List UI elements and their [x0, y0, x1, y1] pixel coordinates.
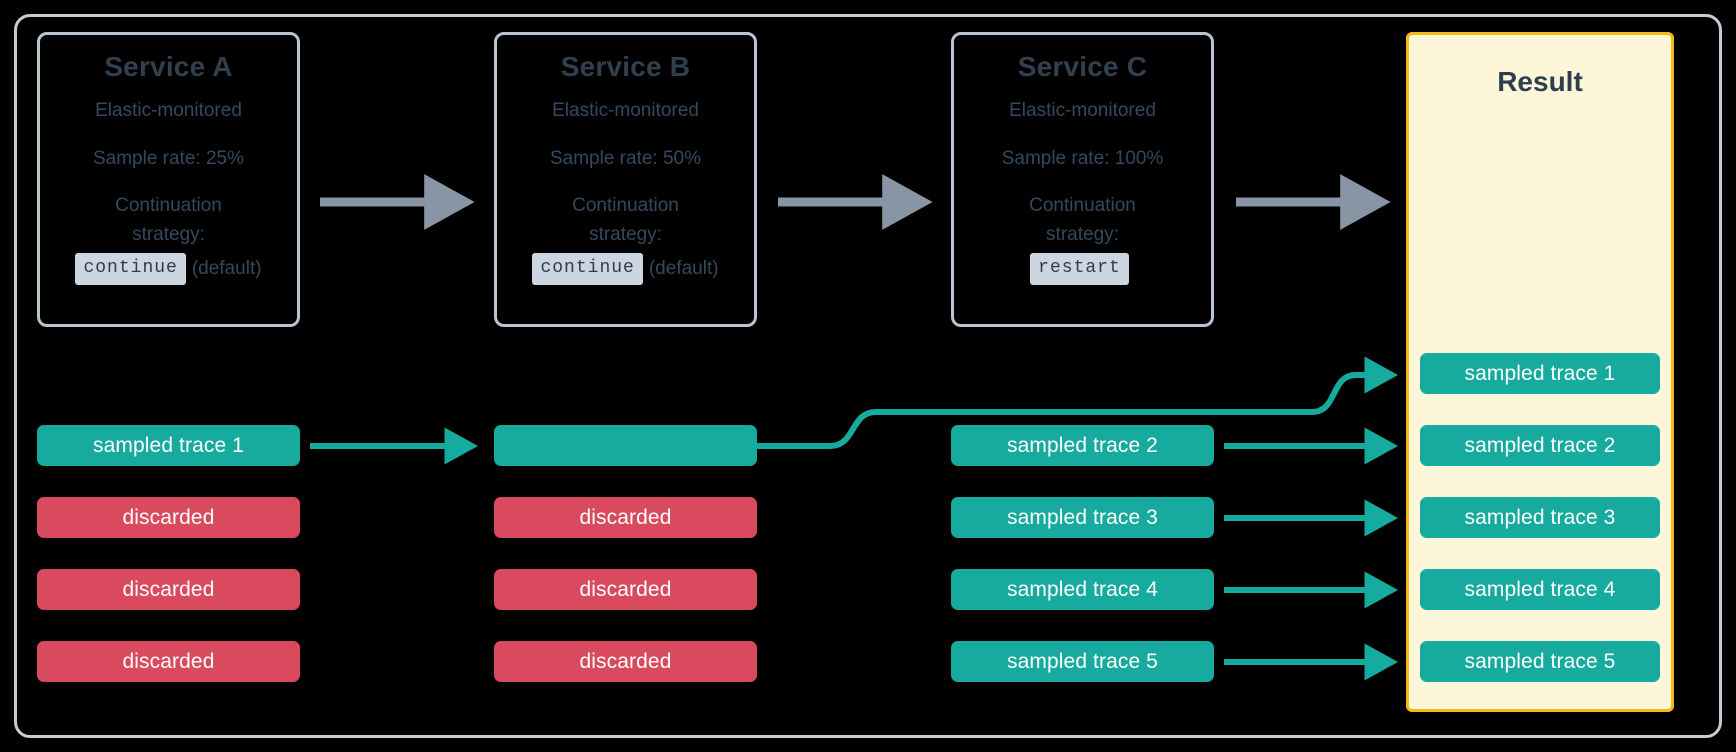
- service-a-strategy-value: continue: [75, 253, 186, 286]
- result-trace-chip-2: sampled trace 2: [1420, 425, 1660, 466]
- service-a-strategy-line1: Continuation: [115, 195, 222, 217]
- service-c-sample-rate: Sample rate: 100%: [1001, 147, 1164, 169]
- service-c-strategy: Continuation strategy: restart: [1029, 192, 1136, 286]
- service-a-title: Service A: [104, 51, 233, 82]
- service-a-monitoring: Elastic-monitored: [95, 100, 242, 121]
- service-card-a: Service A Elastic-monitored Sample rate:…: [37, 32, 300, 327]
- trace-chip-label: sampled trace 1: [93, 433, 244, 457]
- service-card-c: Service C Elastic-monitored Sample rate:…: [951, 32, 1214, 327]
- result-trace-chip-4: sampled trace 4: [1420, 569, 1660, 610]
- service-a-strategy-row: continue(default): [75, 253, 262, 286]
- trace-chip-label: discarded: [122, 505, 215, 529]
- trace-chip-label: discarded: [579, 505, 672, 529]
- service-b-strategy-value: continue: [532, 253, 643, 286]
- trace-chip-c-3: sampled trace 4: [951, 569, 1214, 610]
- trace-chip-label: discarded: [579, 577, 672, 601]
- trace-chip-label: sampled trace 2: [1007, 433, 1158, 457]
- service-c-strategy-line1: Continuation: [1029, 195, 1136, 217]
- trace-chip-b-3: discarded: [494, 569, 757, 610]
- service-c-strategy-value: restart: [1030, 253, 1129, 286]
- service-b-strategy-line2: strategy:: [589, 223, 662, 245]
- service-b-monitoring: Elastic-monitored: [552, 100, 699, 121]
- service-a-sample-rate: Sample rate: 25%: [92, 147, 245, 169]
- trace-chip-b-4: discarded: [494, 641, 757, 682]
- trace-chip-label: sampled trace 5: [1007, 649, 1158, 673]
- trace-chip-b-2: discarded: [494, 497, 757, 538]
- service-c-title: Service C: [1017, 51, 1148, 82]
- trace-chip-c-1: sampled trace 2: [951, 425, 1214, 466]
- trace-chip-label: sampled trace 3: [1464, 505, 1616, 529]
- service-card-b: Service B Elastic-monitored Sample rate:…: [494, 32, 757, 327]
- trace-chip-label: sampled trace 4: [1007, 577, 1158, 601]
- service-a-strategy-note: (default): [191, 257, 262, 279]
- service-a-strategy-line2: strategy:: [132, 223, 205, 245]
- result-trace-chip-3: sampled trace 3: [1420, 497, 1660, 538]
- service-b-strategy-line1: Continuation: [572, 195, 679, 217]
- trace-chip-label: discarded: [122, 577, 215, 601]
- trace-chip-label: discarded: [579, 649, 672, 673]
- service-b-sample-rate: Sample rate: 50%: [549, 147, 702, 169]
- result-title: Result: [1497, 66, 1583, 97]
- trace-chip-a-1: sampled trace 1: [37, 425, 300, 466]
- result-trace-chip-1: sampled trace 1: [1420, 353, 1660, 394]
- result-trace-chip-5: sampled trace 5: [1420, 641, 1660, 682]
- trace-chip-label: sampled trace 5: [1464, 649, 1616, 673]
- service-c-monitoring: Elastic-monitored: [1009, 100, 1156, 121]
- trace-chip-label: discarded: [122, 649, 215, 673]
- trace-chip-c-4: sampled trace 5: [951, 641, 1214, 682]
- service-b-strategy-note: (default): [648, 257, 719, 279]
- service-a-strategy: Continuation strategy: continue(default): [75, 192, 262, 286]
- service-c-strategy-row: restart: [1029, 253, 1136, 286]
- trace-chip-b-1: [494, 425, 757, 466]
- trace-chip-c-2: sampled trace 3: [951, 497, 1214, 538]
- service-b-strategy-row: continue(default): [532, 253, 719, 286]
- service-b-strategy: Continuation strategy: continue(default): [532, 192, 719, 286]
- trace-chip-label: sampled trace 3: [1007, 505, 1158, 529]
- trace-chip-a-3: discarded: [37, 569, 300, 610]
- trace-chip-label: sampled trace 4: [1464, 577, 1616, 601]
- trace-chip-a-4: discarded: [37, 641, 300, 682]
- trace-chip-a-2: discarded: [37, 497, 300, 538]
- service-b-title: Service B: [560, 51, 691, 82]
- service-c-strategy-line2: strategy:: [1046, 223, 1119, 245]
- trace-chip-label: sampled trace 2: [1464, 433, 1616, 457]
- trace-chip-label: sampled trace 1: [1464, 361, 1616, 385]
